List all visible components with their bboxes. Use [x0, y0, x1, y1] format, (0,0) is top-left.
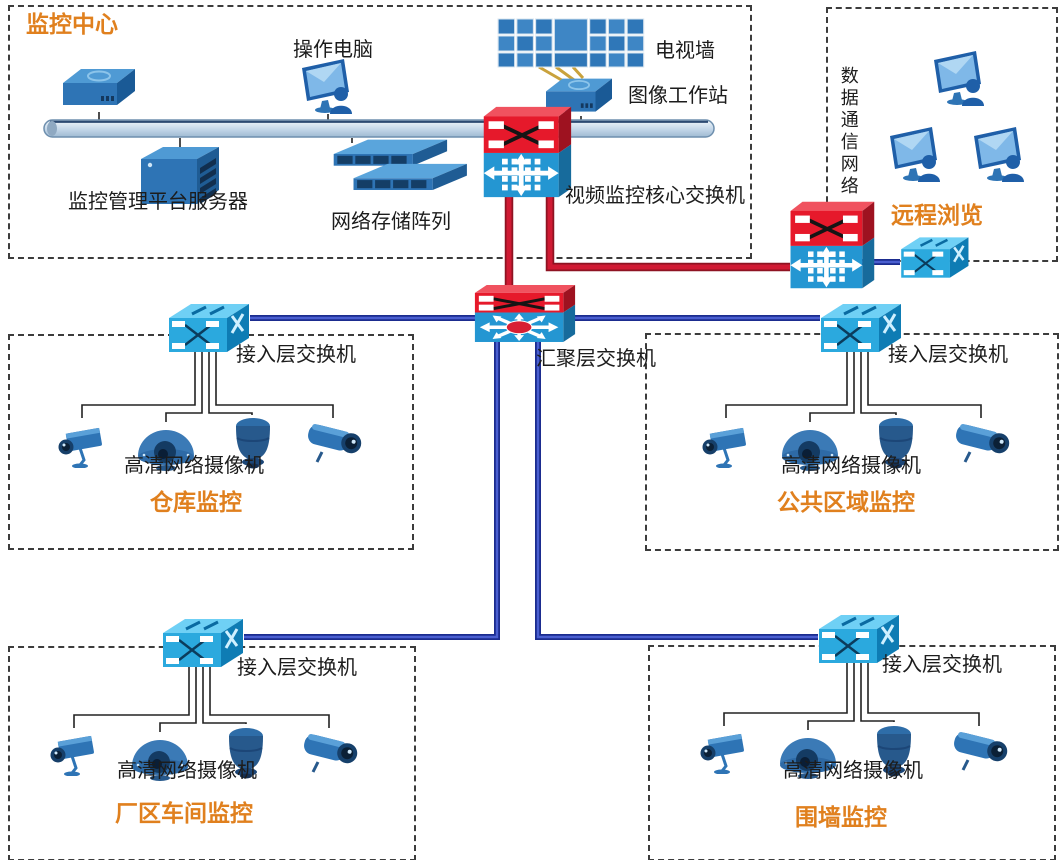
tv-wall-icon [497, 18, 645, 68]
bullet-camera-icon [952, 421, 1013, 464]
group-title-perimeter: 围墙监控 [795, 804, 887, 830]
access-switch-label: 接入层交换机 [882, 654, 1002, 676]
red-cables [504, 190, 790, 292]
operator-pc-label: 操作电脑 [293, 39, 373, 61]
monitoring-center-title: 监控中心 [26, 11, 118, 37]
remote-workstation-icon [934, 51, 984, 106]
box-camera-icon [49, 734, 96, 776]
group-title-public-area: 公共区域监控 [777, 489, 915, 515]
access-switch-icon-workshop [161, 617, 245, 669]
camera-label: 高清网络摄像机 [124, 455, 264, 477]
camera-label: 高清网络摄像机 [117, 760, 257, 782]
remote-workstation-icon [890, 127, 940, 182]
image-workstation-icon [545, 77, 613, 113]
box-camera-icon [699, 732, 746, 774]
camera-label: 高清网络摄像机 [781, 455, 921, 477]
server-label: 监控管理平台服务器 [68, 191, 248, 213]
blue-cables [244, 259, 900, 640]
image-workstation-label: 图像工作站 [628, 85, 728, 107]
bullet-camera-icon [950, 729, 1011, 772]
backbone-bus [43, 119, 715, 138]
hub-icon [62, 68, 136, 106]
remote-browsing-title: 远程浏览 [891, 202, 983, 228]
bullet-camera-icon [300, 731, 361, 774]
box-camera-icon [701, 426, 748, 468]
bullet-camera-icon [304, 421, 365, 464]
core-switch-label: 视频监控核心交换机 [565, 185, 745, 207]
remote-workstation-icon [974, 127, 1024, 182]
camera-label: 高清网络摄像机 [783, 760, 923, 782]
tv-wall-label: 电视墙 [655, 40, 715, 62]
remote-core-switch-icon [791, 202, 875, 288]
access-switch-label: 接入层交换机 [888, 344, 1008, 366]
aggregation-switch-icon [473, 283, 577, 344]
storage-array-icon [333, 139, 467, 190]
group-title-warehouse: 仓库监控 [150, 489, 242, 515]
access-switch-label: 接入层交换机 [236, 344, 356, 366]
remote-access-switch-icon [899, 236, 970, 279]
monitoring-center-region [8, 5, 752, 259]
aggregation-switch-label: 汇聚层交换机 [536, 348, 656, 370]
tv-wall-links [538, 65, 585, 84]
storage-label: 网络存储阵列 [331, 211, 451, 233]
box-camera-icon [57, 426, 104, 468]
device-connectors [73, 112, 982, 732]
core-switch-icon [484, 107, 571, 197]
group-title-workshop: 厂区车间监控 [115, 800, 253, 826]
access-switch-label: 接入层交换机 [237, 657, 357, 679]
operator-computer-icon [302, 59, 352, 114]
data-network-label: 数据通信网络 [838, 66, 859, 198]
